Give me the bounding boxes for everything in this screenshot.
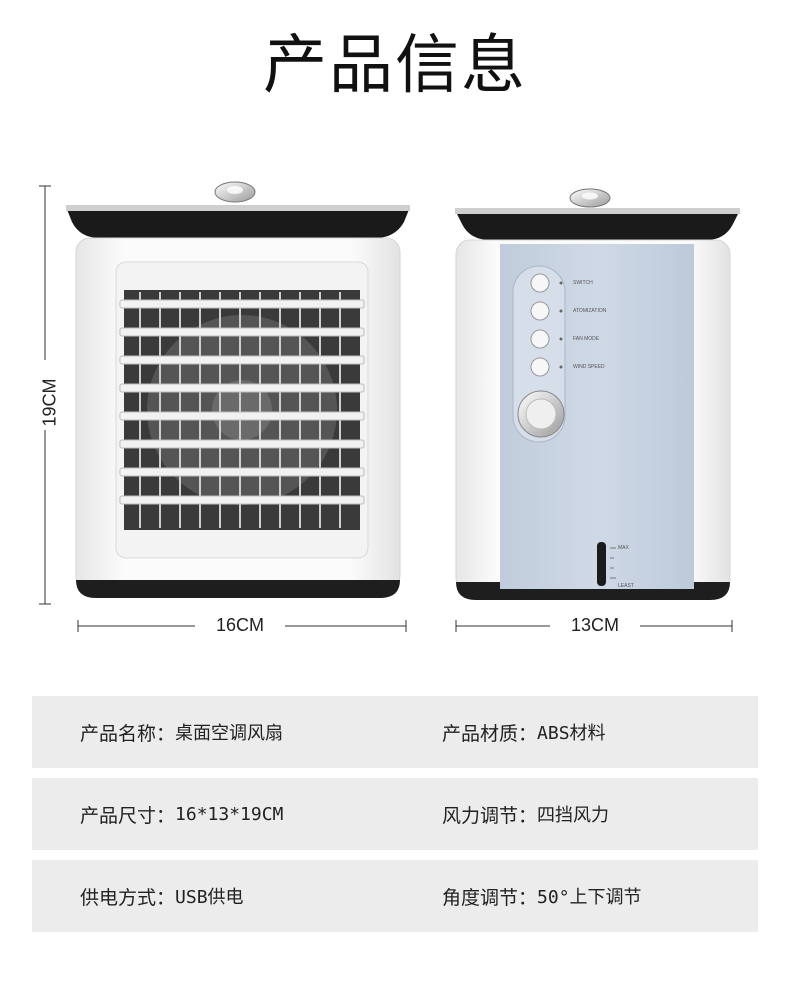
spec-value: USB供电 [175,887,244,908]
product-illustration [30,181,740,638]
spec-key: 产品尺寸： [80,804,176,827]
depth-dimension-line [455,614,733,638]
spec-key: 供电方式： [80,886,176,909]
spec-value: 四挡风力 [537,805,610,826]
spec-value: 50°上下调节 [537,887,642,908]
atomization-label: ATOMIZATION [573,308,607,314]
switch-label: SWITCH [573,280,593,286]
spec-value: ABS材料 [537,723,606,744]
fan-mode-label: FAN MODE [573,336,600,342]
spec-value: 16*13*19CM [175,803,284,825]
spec-key: 产品名称： [80,722,176,745]
height-dimension-line [30,185,60,605]
front-view-unit [66,181,410,598]
spec-row: 供电方式： USB供电 角度调节： 50°上下调节 [32,860,758,932]
spec-key: 产品材质： [442,722,538,745]
gauge-max-label: MAX [618,545,629,551]
spec-row: 产品名称： 桌面空调风扇 产品材质： ABS材料 [32,696,758,768]
depth-label: 13CM [570,615,619,635]
page-title: 产品信息 [263,29,527,103]
spec-key: 风力调节： [442,804,538,827]
spec-row: 产品尺寸： 16*13*19CM 风力调节： 四挡风力 [32,778,758,850]
width-label: 16CM [215,615,264,635]
gauge-least-label: LEAST [618,583,634,589]
side-view-unit [455,188,740,600]
spec-value: 桌面空调风扇 [175,723,284,744]
wind-speed-label: WIND SPEED [573,364,605,370]
height-label: 19CM [39,378,60,427]
width-dimension-line [77,614,407,638]
spec-key: 角度调节： [442,886,538,909]
